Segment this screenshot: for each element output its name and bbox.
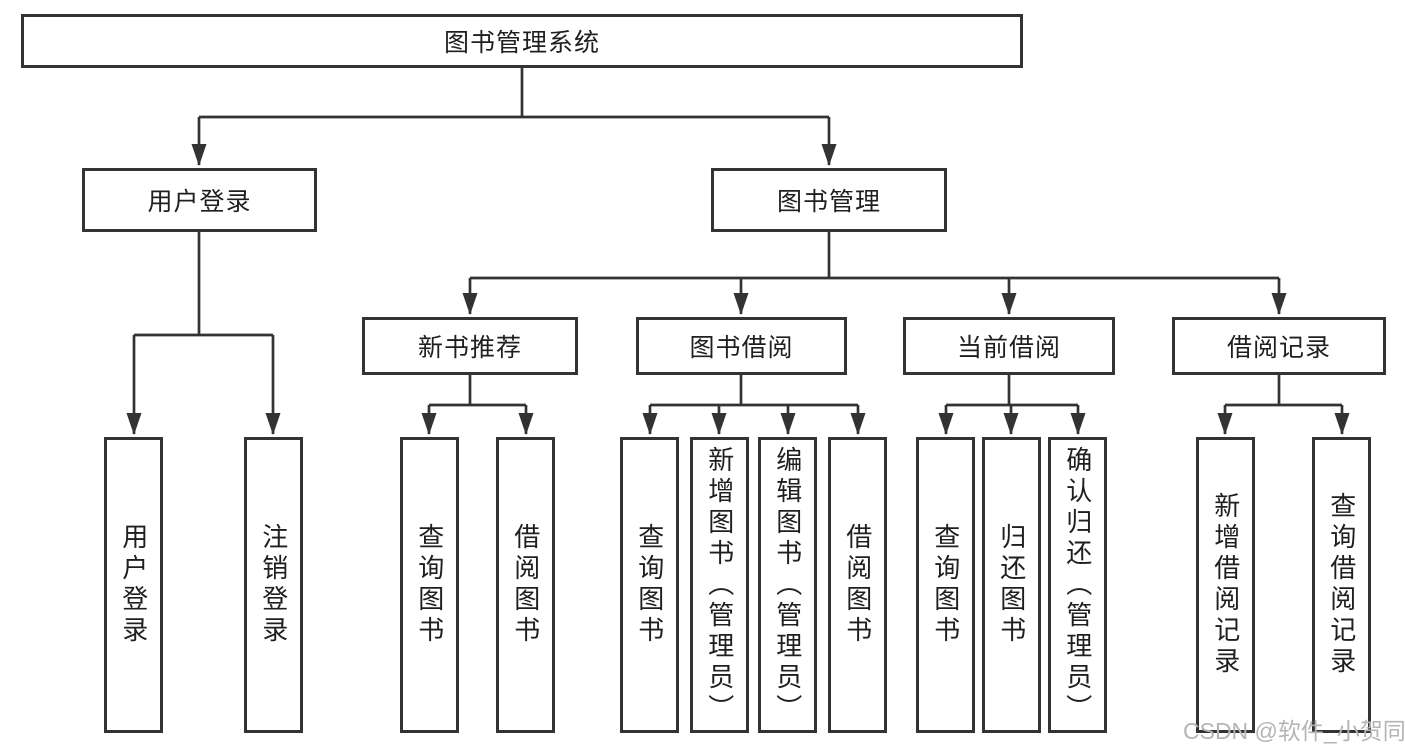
leaf-edit-books-admin-label: 编辑图书（管理员）: [772, 445, 803, 725]
connector-root-stem: [199, 68, 829, 119]
leaf-logout-label: 注销登录: [258, 523, 289, 647]
node-book-management: 图书管理: [711, 168, 947, 232]
leaf-query-books-1: 查询图书: [400, 437, 459, 733]
leaf-borrow-books-1: 借阅图书: [496, 437, 555, 733]
leaf-query-books-1-label: 查询图书: [414, 523, 445, 647]
leaf-query-borrow-record-label: 查询借阅记录: [1326, 492, 1357, 678]
leaf-user-login: 用户登录: [104, 437, 163, 733]
leaf-confirm-return-admin: 确认归还（管理员）: [1048, 437, 1107, 733]
node-new-book-recommend-label: 新书推荐: [417, 334, 522, 362]
node-current-borrowing-label: 当前借阅: [956, 334, 1061, 362]
connector-current-borrowing-stem: [946, 375, 1078, 407]
node-book-management-label: 图书管理: [776, 188, 881, 216]
leaf-borrow-books-2-label: 借阅图书: [842, 523, 873, 647]
csdn-watermark: CSDN @软件_小贺同学: [1183, 718, 1405, 744]
connector-new-book-recommend-stem: [429, 375, 526, 407]
leaf-query-books-2-label: 查询图书: [634, 523, 665, 647]
leaf-add-books-admin: 新增图书（管理员）: [690, 437, 749, 733]
leaf-confirm-return-admin-label: 确认归还（管理员）: [1062, 445, 1093, 725]
node-new-book-recommend: 新书推荐: [362, 317, 578, 375]
leaf-add-borrow-record: 新增借阅记录: [1196, 437, 1255, 733]
connector-book-borrowing-stem: [650, 375, 858, 407]
node-root: 图书管理系统: [21, 14, 1023, 68]
leaf-return-books: 归还图书: [982, 437, 1041, 733]
leaf-query-books-3: 查询图书: [916, 437, 975, 733]
leaf-query-books-2: 查询图书: [620, 437, 679, 733]
leaf-borrow-books-2: 借阅图书: [828, 437, 887, 733]
connector-borrowing-records-stem: [1225, 375, 1342, 407]
leaf-query-books-3-label: 查询图书: [930, 523, 961, 647]
leaf-query-borrow-record: 查询借阅记录: [1312, 437, 1371, 733]
node-user-login-group: 用户登录: [82, 168, 317, 232]
leaf-user-login-label: 用户登录: [118, 523, 149, 647]
leaf-add-books-admin-label: 新增图书（管理员）: [704, 445, 735, 725]
node-current-borrowing: 当前借阅: [903, 317, 1115, 375]
leaf-return-books-label: 归还图书: [996, 523, 1027, 647]
node-root-label: 图书管理系统: [443, 29, 600, 57]
connector-user-login-stem: [134, 232, 273, 337]
connector-book-management-stem: [470, 232, 1279, 280]
leaf-borrow-books-1-label: 借阅图书: [510, 523, 541, 647]
leaf-add-borrow-record-label: 新增借阅记录: [1210, 492, 1241, 678]
node-book-borrowing-label: 图书借阅: [689, 334, 794, 362]
leaf-edit-books-admin: 编辑图书（管理员）: [758, 437, 817, 733]
node-borrowing-records: 借阅记录: [1172, 317, 1386, 375]
node-book-borrowing: 图书借阅: [636, 317, 847, 375]
leaf-logout: 注销登录: [244, 437, 303, 733]
node-borrowing-records-label: 借阅记录: [1226, 334, 1331, 362]
node-user-login-group-label: 用户登录: [147, 188, 252, 216]
